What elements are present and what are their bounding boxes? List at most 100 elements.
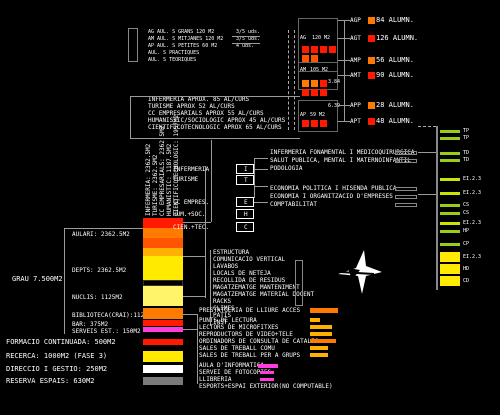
- aulari-label: AULARI: 2362.5M2: [72, 231, 130, 238]
- recerca-label: RECERCA: 1000M2 (FASE 3): [6, 352, 108, 360]
- connector-line: [254, 158, 255, 198]
- right-code: EI.2.3: [463, 190, 482, 196]
- aula-code: AGT: [350, 35, 361, 42]
- aula-code: APP: [350, 102, 361, 109]
- aula-count: 48 ALUMN.: [376, 117, 414, 125]
- connector-line: [183, 256, 205, 257]
- aula-square: [368, 102, 375, 109]
- aula-square: [311, 80, 318, 87]
- aulari-bar: [143, 248, 183, 256]
- aula-square: [302, 46, 309, 53]
- connector-line: [183, 314, 197, 315]
- biblioteca-bar: [143, 308, 183, 319]
- aula-square: [320, 46, 327, 53]
- aulari-bar: [143, 238, 183, 248]
- connector-line: [130, 96, 131, 138]
- biblioteca-item: SALES DE TREBALL PER A GRUPS: [199, 352, 301, 359]
- dept-code: CC EMPRES.: [173, 199, 210, 206]
- dept-topic: ECONOMIA I ORGANITZACIO D'EMPRESES: [270, 193, 393, 200]
- dept-topic: PODOLOGIA: [270, 165, 303, 172]
- aula-count: 28 ALUMN.: [376, 101, 414, 109]
- aula-group-box: [298, 18, 338, 72]
- topic-box: [395, 159, 417, 163]
- right-bar: [440, 152, 460, 155]
- topic-box: [395, 195, 417, 199]
- right-code: CS: [463, 202, 470, 208]
- nuclis-item: MAGATZEMATGE MATERIAL DOCENT: [213, 291, 315, 298]
- aula-square: [302, 89, 309, 96]
- nuclis-item: RECOLLIDA DE RESIDUS: [213, 277, 286, 284]
- right-bar: [440, 222, 460, 225]
- topic-box: [395, 203, 417, 207]
- course-line: INFERMERIA APROX. 85 AL/CURS: [148, 96, 250, 103]
- right-block: [440, 264, 460, 274]
- right-code: TP: [463, 128, 470, 134]
- right-code: TP: [463, 135, 470, 141]
- dept-letter: T: [244, 177, 248, 184]
- nuclis-label: NUCLIS: 1125M2: [72, 294, 123, 301]
- aula-types-box: [128, 28, 138, 62]
- biblioteca-bar: [310, 353, 328, 357]
- dept-code: HUM.+SOC.: [173, 211, 206, 218]
- dept-letter-box: I: [236, 164, 254, 174]
- right-bar: [440, 130, 460, 133]
- right-code: EI.2.3: [463, 176, 482, 182]
- aula-square: [368, 57, 375, 64]
- right-code: CD: [463, 278, 470, 284]
- biblioteca-item: ORDINADORS DE CONSULTA DE CATALEG: [199, 338, 319, 345]
- right-bar: [440, 204, 460, 207]
- biblioteca-bar: [310, 325, 332, 329]
- dept-topic: ECONOMIA POLITICA I HISENDA PUBLICA: [270, 185, 397, 192]
- grau-bracket-line: [64, 228, 144, 229]
- bar-label: BAR: 375M2: [72, 321, 109, 328]
- aula-square: [302, 120, 309, 127]
- connector-line: [232, 43, 260, 44]
- aula-type: AP AUL. S PETITES 60 M2: [148, 43, 218, 49]
- direccio-bar: [143, 365, 183, 373]
- right-code: TD: [463, 150, 470, 156]
- connector-line: [232, 36, 260, 37]
- aula-square: [329, 46, 336, 53]
- serveis-bar: [143, 327, 183, 332]
- dept-code: TURISME: [173, 176, 199, 183]
- right-block: [440, 252, 460, 262]
- aulari-bar: [143, 228, 183, 238]
- biblioteca-bar: [310, 346, 328, 350]
- dept-topic: COMPTABILITAT: [270, 201, 317, 208]
- right-bar: [440, 230, 460, 233]
- aula-group-box: [298, 100, 338, 132]
- right-bar: [440, 243, 460, 246]
- depts-label: DEPTS: 2362.5M2: [72, 267, 127, 274]
- nuclis-item: COMUNICACIO VERTICAL: [213, 256, 286, 263]
- topic-box: [395, 151, 417, 155]
- aula-side-label: 120 M2: [312, 35, 331, 41]
- course-line: CIENTIFICOTECNOLOGIC APROX 65 AL/CURS: [148, 124, 282, 131]
- formacio-label: FORMACIO CONTINUADA: 500M2: [6, 338, 116, 346]
- dept-letter-box: E: [236, 197, 254, 207]
- aula-type: AUL. S PRACTIQUES: [148, 50, 200, 56]
- aula-count: 126 ALUMN.: [376, 34, 419, 42]
- aula-side-label: 3.84: [328, 79, 341, 85]
- aula-code: APT: [350, 118, 361, 125]
- aula-square: [368, 35, 375, 42]
- aula-code: AMT: [350, 72, 361, 79]
- biblioteca-bar: [310, 308, 338, 313]
- nuclis-item: PATIS: [213, 312, 232, 319]
- aula-count: 3/5 uds.: [236, 36, 261, 42]
- aula-square: [302, 55, 309, 62]
- dashed-line: [418, 126, 436, 127]
- aula-square: [320, 80, 327, 87]
- right-bar: [440, 192, 460, 195]
- connector-line: [210, 250, 211, 326]
- aula-side-label: AG: [300, 35, 307, 41]
- serveis-label: SERVEIS EST.: 150M2: [72, 328, 141, 335]
- connector-line: [418, 152, 436, 153]
- aula-code: AMP: [350, 57, 361, 64]
- reserva-label: RESERVA ESPAIS: 630M2: [6, 377, 95, 385]
- dashed-line: [288, 30, 289, 130]
- serveis-item: SERVEI DE FOTOCOPIES: [199, 369, 272, 376]
- aula-square: [368, 17, 375, 24]
- direccio-label: DIRECCIO I GESTIO: 250M2: [6, 365, 108, 373]
- dashed-line: [294, 30, 295, 130]
- formacio-bar: [143, 339, 183, 345]
